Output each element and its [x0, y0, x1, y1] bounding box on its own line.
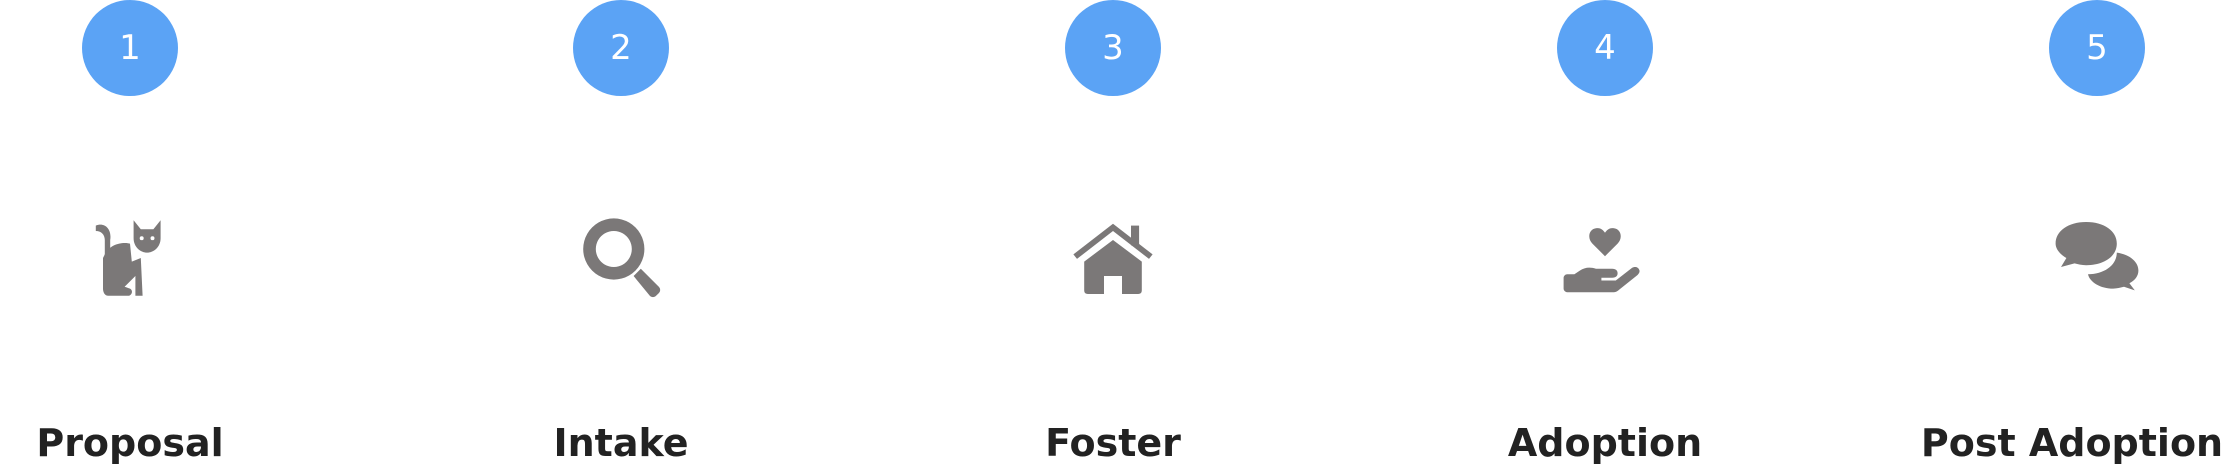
step-label: Post Adoption [1920, 421, 2224, 465]
step-label: Intake [553, 421, 689, 465]
step-3: 3 Foster [953, 0, 1273, 468]
cat-icon [82, 210, 178, 306]
step-label: Foster [1045, 421, 1181, 465]
step-label: Proposal [36, 421, 224, 465]
speech-bubbles-icon [2049, 210, 2145, 306]
step-2: 2 Intake [461, 0, 781, 468]
hand-holding-heart-icon [1557, 210, 1653, 306]
step-number-badge: 4 [1557, 0, 1653, 96]
step-number-badge: 1 [82, 0, 178, 96]
house-icon [1065, 210, 1161, 306]
step-number-badge: 3 [1065, 0, 1161, 96]
step-5: 5 Post Adoption [1912, 0, 2232, 468]
magnifying-glass-icon [573, 210, 669, 306]
step-1: 1 Proposal [0, 0, 290, 468]
step-number-badge: 5 [2049, 0, 2145, 96]
step-label: Adoption [1507, 421, 1703, 465]
step-number-badge: 2 [573, 0, 669, 96]
step-4: 4 Adoption [1445, 0, 1765, 468]
